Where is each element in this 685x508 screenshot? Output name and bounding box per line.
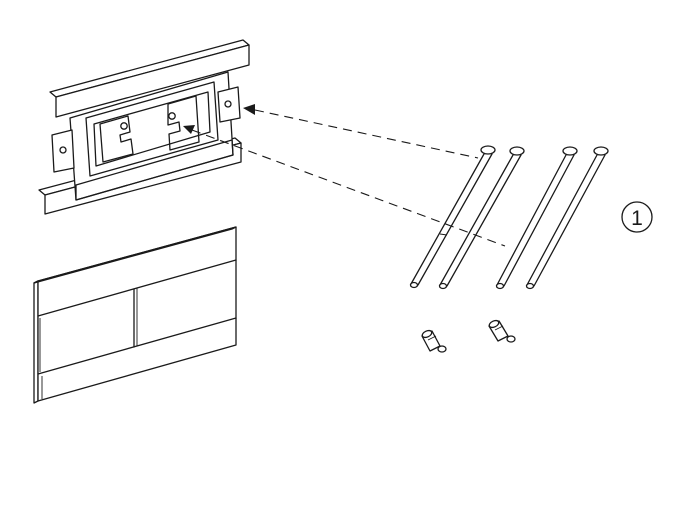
screw-3	[495, 146, 578, 290]
fitting-1	[421, 329, 447, 353]
mounting-screws	[409, 145, 609, 290]
fitting-2	[488, 319, 516, 343]
screw-4	[525, 146, 609, 290]
callout: 1	[621, 201, 653, 233]
assembly-guide-lines	[183, 104, 506, 247]
flush-plate	[33, 226, 237, 404]
mounting-frame	[38, 39, 250, 215]
arrowhead-icon	[243, 104, 255, 115]
screw-1	[409, 145, 496, 289]
arrowhead-icon	[183, 125, 195, 134]
callout-circle	[621, 201, 653, 233]
connector-fittings	[421, 319, 516, 353]
callout-label: 1	[631, 207, 643, 230]
screw-2	[438, 146, 525, 290]
